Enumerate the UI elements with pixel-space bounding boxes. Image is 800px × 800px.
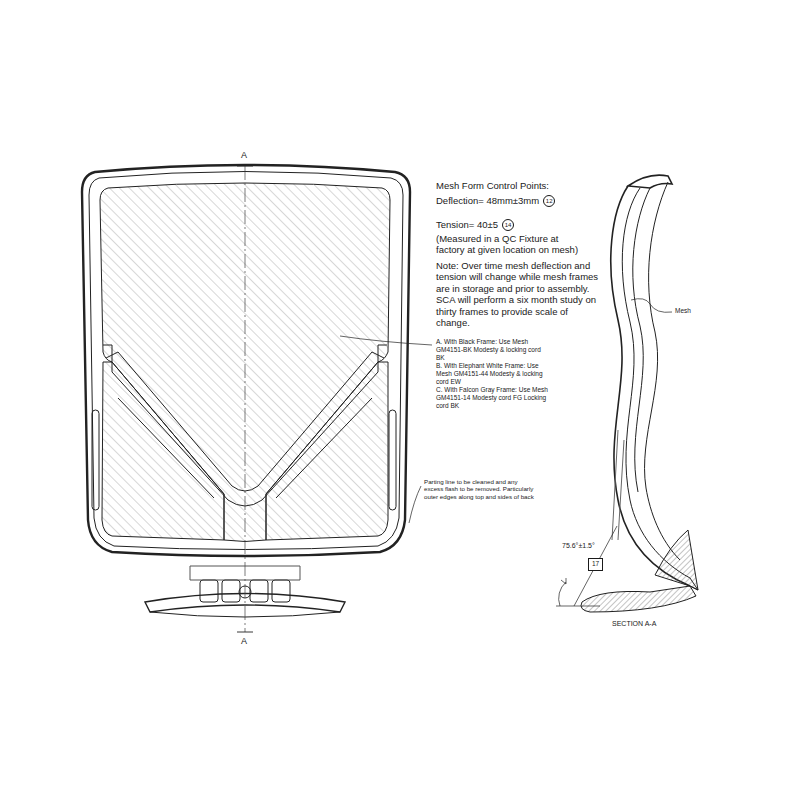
variant-note: B. With Elephant White Frame: Use Mesh G… <box>436 362 554 385</box>
callout-number: 14 <box>502 219 514 231</box>
section-mark: A <box>241 636 247 647</box>
spec-value: Tension= 40±5 <box>436 219 498 230</box>
note-text: Note: Over time mesh deflection and tens… <box>436 260 604 328</box>
callout-text: 17 <box>592 561 599 568</box>
callout-number: 12 <box>543 195 555 207</box>
spec-value: Deflection= 48mm±3mm <box>436 195 539 206</box>
callout-number: 17 <box>588 558 603 571</box>
parting-note: Parting line to be cleaned and any exces… <box>424 478 536 500</box>
callout-text: 12 <box>546 198 553 204</box>
part-label: Mesh <box>675 307 691 315</box>
variant-note: C. With Falcon Gray Frame: Use Mesh GM41… <box>436 386 548 409</box>
variant-note: A. With Black Frame: Use Mesh GM4151-BK … <box>436 338 548 361</box>
view-title: SECTION A-A <box>612 620 656 628</box>
section-view <box>556 175 698 612</box>
section-mark: A <box>241 150 247 161</box>
front-view <box>82 165 432 632</box>
note-heading: Mesh Form Control Points: <box>436 180 549 191</box>
callout-text: 14 <box>505 222 512 228</box>
note-text: (Measured in a QC Fixture at factory at … <box>436 233 586 256</box>
angle-dimension: 75.6°±1.5° <box>562 542 595 550</box>
